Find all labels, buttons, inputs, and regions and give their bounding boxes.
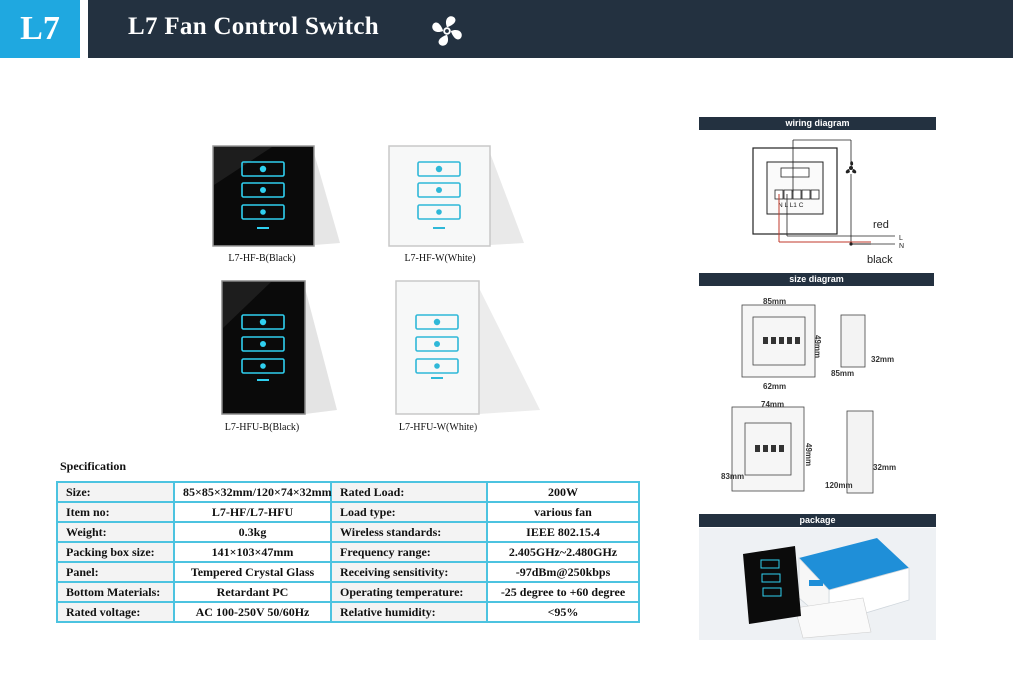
badge-divider xyxy=(80,0,88,58)
dim-32mm-b: 32mm xyxy=(873,463,896,472)
product-image-black-tall xyxy=(221,280,337,415)
N-label: N xyxy=(899,243,904,250)
spec-label: Item no: xyxy=(56,501,175,523)
wiring-diagram: N L L1 C red L N black xyxy=(752,139,904,266)
fan-icon xyxy=(432,16,462,46)
spec-label: Packing box size: xyxy=(56,541,175,563)
L-label: L xyxy=(899,235,903,242)
spec-label: Size: xyxy=(56,481,175,503)
spec-label: Operating temperature: xyxy=(330,581,488,603)
terminal-labels: N L L1 C xyxy=(778,202,804,209)
product-image-black-square xyxy=(212,145,340,247)
red-label: red xyxy=(873,219,889,231)
spec-label: Panel: xyxy=(56,561,175,583)
spec-label: Load type: xyxy=(330,501,488,523)
spec-value: various fan xyxy=(486,501,640,523)
dim-85mm-top: 85mm xyxy=(763,297,786,306)
spec-value: Retardant PC xyxy=(173,581,332,603)
product-image-white-tall xyxy=(395,280,540,415)
spec-label: Receiving sensitivity: xyxy=(330,561,488,583)
product-image-white-square xyxy=(388,145,524,247)
dim-120mm: 120mm xyxy=(825,481,853,490)
dim-49mm-a: 49mm xyxy=(813,335,822,358)
product-caption: L7-HF-W(White) xyxy=(404,253,476,264)
spec-value: 0.3kg xyxy=(173,521,332,543)
model-badge: L7 xyxy=(0,0,80,58)
product-caption: L7-HF-B(Black) xyxy=(228,253,296,264)
product-caption: L7-HFU-B(Black) xyxy=(224,422,300,433)
dim-32mm-a: 32mm xyxy=(871,355,894,364)
spec-label: Bottom Materials: xyxy=(56,581,175,603)
spec-label: Relative humidity: xyxy=(330,601,488,623)
spec-value: 2.405GHz~2.480GHz xyxy=(486,541,640,563)
page-title: L7 Fan Control Switch xyxy=(128,13,380,40)
header-bar: L7 L7 Fan Control Switch xyxy=(0,0,1013,58)
dim-74mm: 74mm xyxy=(761,400,784,409)
spec-value: 141×103×47mm xyxy=(173,541,332,563)
spec-value: 85×85×32mm/120×74×32mm xyxy=(173,481,332,503)
package-image xyxy=(699,528,936,640)
black-label: black xyxy=(867,254,893,266)
fan-symbol-icon xyxy=(845,161,857,174)
dim-62mm: 62mm xyxy=(763,382,786,391)
spec-label: Weight: xyxy=(56,521,175,543)
dim-85mm-side: 85mm xyxy=(831,369,854,378)
wiring-diagram-header: wiring diagram xyxy=(699,117,936,130)
spec-value: -25 degree to +60 degree xyxy=(486,581,640,603)
product-caption: L7-HFU-W(White) xyxy=(398,422,478,433)
size-diagram: 85mm 49mm 62mm 85mm 32mm 74mm 49mm 83mm … xyxy=(721,297,896,494)
dim-83mm: 83mm xyxy=(721,472,744,481)
spec-heading: Specification xyxy=(60,459,126,473)
spec-label: Rated Load: xyxy=(330,481,488,503)
size-diagram-header: size diagram xyxy=(699,273,934,286)
spec-value: <95% xyxy=(486,601,640,623)
spec-label: Rated voltage: xyxy=(56,601,175,623)
spec-label: Frequency range: xyxy=(330,541,488,563)
package-header: package xyxy=(699,514,936,527)
spec-value: L7-HF/L7-HFU xyxy=(173,501,332,523)
spec-value: AC 100-250V 50/60Hz xyxy=(173,601,332,623)
spec-label: Wireless standards: xyxy=(330,521,488,543)
spec-value: 200W xyxy=(486,481,640,503)
spec-value: Tempered Crystal Glass xyxy=(173,561,332,583)
spec-value: -97dBm@250kbps xyxy=(486,561,640,583)
spec-value: IEEE 802.15.4 xyxy=(486,521,640,543)
dim-49mm-b: 49mm xyxy=(804,443,813,466)
